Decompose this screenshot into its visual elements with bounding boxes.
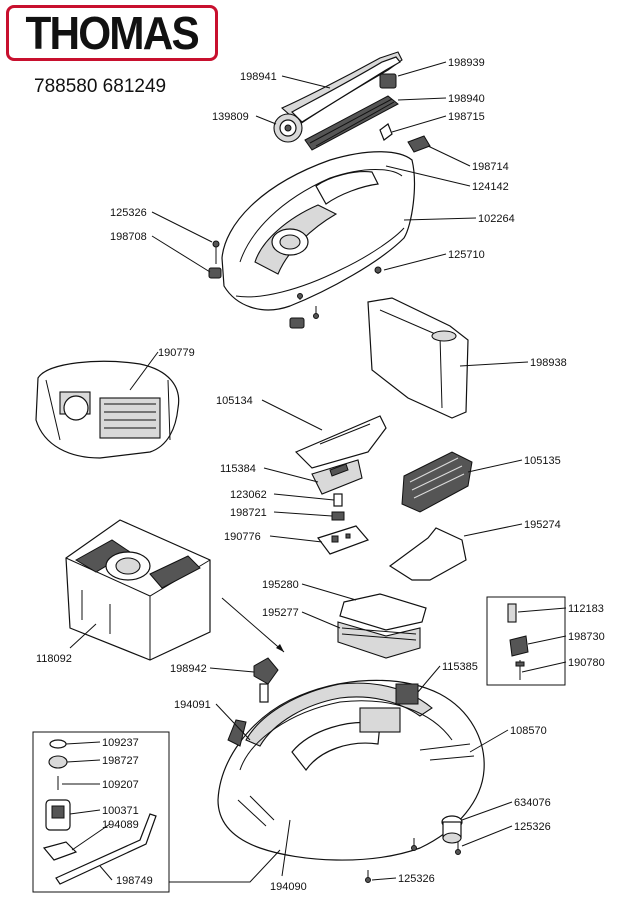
callout-198942: 198942 xyxy=(170,663,207,675)
contact-part xyxy=(331,511,345,521)
callout-123062: 123062 xyxy=(230,489,267,501)
callout-195277: 195277 xyxy=(262,607,299,619)
callout-198714: 198714 xyxy=(472,161,509,173)
callout-198721: 198721 xyxy=(230,507,267,519)
screws-top xyxy=(208,240,382,329)
callout-118092: 118092 xyxy=(36,653,72,665)
callout-194091: 194091 xyxy=(174,699,211,711)
model-numbers: 788580 681249 xyxy=(34,76,167,97)
callout-109207: 109207 xyxy=(102,779,139,791)
handle-grip-part xyxy=(304,95,399,151)
callout-198727: 198727 xyxy=(102,755,139,767)
handle-button-part xyxy=(379,73,397,89)
small-clips-part xyxy=(379,123,431,153)
callout-198730: 198730 xyxy=(568,631,605,643)
callout-100371: 100371 xyxy=(102,805,139,817)
switch-box-part xyxy=(311,459,363,495)
callout-109237: 109237 xyxy=(102,737,139,749)
handle-part xyxy=(280,51,403,125)
callout-115384: 115384 xyxy=(220,463,256,475)
base-housing-part xyxy=(217,679,485,861)
callout-190776: 190776 xyxy=(224,531,261,543)
hepa-filter-part xyxy=(337,593,427,659)
small-parts-box xyxy=(486,596,566,686)
callout-198715: 198715 xyxy=(448,111,485,123)
callout-194089: 194089 xyxy=(102,819,139,831)
callout-125326-right: 125326 xyxy=(514,821,551,833)
callout-198749: 198749 xyxy=(116,875,153,887)
callout-125326-bottom: 125326 xyxy=(398,873,435,885)
callout-190780: 190780 xyxy=(568,657,605,669)
callout-634076: 634076 xyxy=(514,797,551,809)
callout-198940: 198940 xyxy=(448,93,485,105)
callout-124142: 124142 xyxy=(472,181,509,193)
callout-198939: 198939 xyxy=(448,57,485,69)
callout-112183: 112183 xyxy=(568,603,604,615)
foam-filter-part xyxy=(388,527,467,581)
leader-lines xyxy=(62,61,567,881)
callout-198941: 198941 xyxy=(240,71,277,83)
callout-139809: 139809 xyxy=(212,111,249,123)
caster-wheel-part xyxy=(365,815,463,883)
grille-part xyxy=(401,451,473,513)
callout-195274: 195274 xyxy=(524,519,561,531)
water-connector-part xyxy=(253,657,279,703)
callout-125710: 125710 xyxy=(448,249,485,261)
water-box-part xyxy=(65,519,211,661)
callout-198938: 198938 xyxy=(530,357,567,369)
motor-housing-part xyxy=(35,360,180,459)
arrow-line xyxy=(221,597,285,653)
callout-125326-top: 125326 xyxy=(110,207,147,219)
callout-labels: 198941 198939 198940 139809 198715 19871… xyxy=(36,57,605,893)
top-cover-part xyxy=(221,151,416,311)
callout-102264: 102264 xyxy=(478,213,515,225)
callout-194090: 194090 xyxy=(270,881,307,893)
callout-198708: 198708 xyxy=(110,231,147,243)
brand-name: THOMAS xyxy=(25,7,200,59)
thomas-logo: THOMAS xyxy=(6,5,218,61)
handle-cap-part xyxy=(273,113,303,143)
callout-190779: 190779 xyxy=(158,347,195,359)
electronics-cover-part xyxy=(294,415,387,469)
rear-panel-part xyxy=(367,297,469,419)
pump-parts-box xyxy=(32,731,281,893)
pcb-part xyxy=(317,525,370,555)
callout-108570: 108570 xyxy=(510,725,547,737)
callout-105134: 105134 xyxy=(216,395,253,407)
callout-105135: 105135 xyxy=(524,455,561,467)
callout-115385: 115385 xyxy=(442,661,478,673)
spring-pin-part xyxy=(333,493,343,507)
callout-195280: 195280 xyxy=(262,579,299,591)
